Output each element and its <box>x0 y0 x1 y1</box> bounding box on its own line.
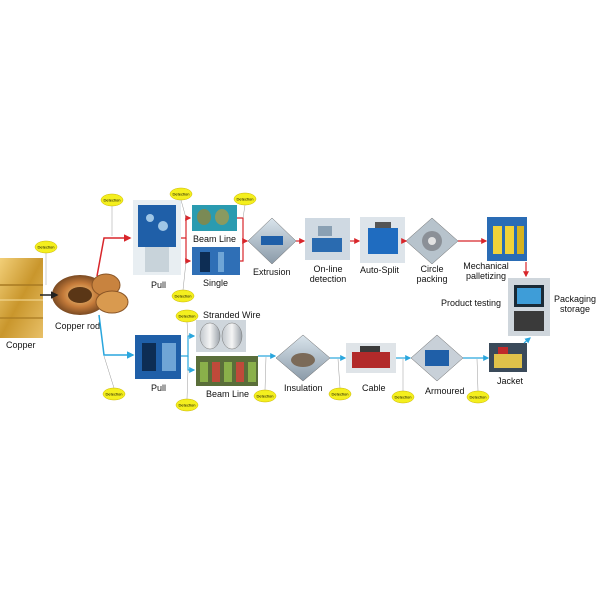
svg-text:Detection: Detection <box>179 314 196 319</box>
svg-text:Detection: Detection <box>175 294 192 299</box>
detection-badge: Detection <box>169 187 193 201</box>
label-circle-packing-line2: packing <box>416 274 448 284</box>
svg-text:Detection: Detection <box>173 192 190 197</box>
label-mechanical-palletizing: Mechanical palletizing <box>458 261 514 281</box>
copper-rod-image <box>52 273 129 315</box>
detection-badge: Detection <box>100 193 124 207</box>
copper-image <box>0 258 43 338</box>
label-packaging-storage: Packaging storage <box>552 294 598 314</box>
jacket-image <box>489 343 527 372</box>
extrusion-image <box>247 217 297 265</box>
arrow-pull-to-beam-line <box>181 215 192 239</box>
detection-badges: Detection Detection Detection Detection … <box>34 187 490 412</box>
arrow-rod-to-pull-bottom <box>98 314 135 359</box>
label-copper: Copper <box>6 340 36 350</box>
detection-badge: Detection <box>175 309 199 323</box>
beam-line-top-image <box>192 205 237 231</box>
label-extrusion: Extrusion <box>253 267 291 277</box>
label-beam-line-bottom: Beam Line <box>206 389 250 399</box>
label-mech-line2: palletizing <box>465 271 507 281</box>
arrow-single-to-extrusion <box>240 241 244 262</box>
label-insulation: Insulation <box>284 383 323 393</box>
detection-badge: Detection <box>171 289 195 303</box>
arrow-beam-to-extrusion <box>237 217 249 244</box>
label-circle-packing: Circle packing <box>412 264 452 284</box>
detection-badge: Detection <box>328 387 352 401</box>
beam-line-bottom-image <box>196 356 258 386</box>
arrow-pull-to-stranded <box>181 333 196 357</box>
label-copper-rod: Copper rod <box>55 321 101 331</box>
svg-text:Detection: Detection <box>395 395 412 400</box>
detection-badge: Detection <box>175 398 199 412</box>
mechanical-palletizing-image <box>487 217 527 261</box>
label-packaging-line1: Packaging <box>553 294 597 304</box>
label-online-detection-line1: On-line <box>313 264 343 274</box>
svg-text:Detection: Detection <box>470 395 487 400</box>
circle-packing-image <box>405 217 459 265</box>
arrow-pull-to-beam-bottom <box>187 356 196 373</box>
svg-text:Detection: Detection <box>106 392 123 397</box>
detection-badge: Detection <box>466 390 490 404</box>
label-online-detection: On-line detection <box>305 264 351 284</box>
stranded-wire-image <box>196 320 246 352</box>
product-testing-image <box>508 278 550 336</box>
pull-machine-bottom-image <box>135 335 181 379</box>
single-machine-image <box>192 247 240 275</box>
insulation-image <box>275 334 331 382</box>
label-jacket: Jacket <box>497 376 524 386</box>
label-circle-packing-line1: Circle <box>420 264 444 274</box>
svg-text:Detection: Detection <box>237 197 254 202</box>
svg-text:Detection: Detection <box>104 198 121 203</box>
label-packaging-line2: storage <box>559 304 591 314</box>
label-pull-bottom: Pull <box>151 383 167 393</box>
label-cable: Cable <box>362 383 386 393</box>
arrow-rod-to-pull-top <box>96 234 132 277</box>
cable-image <box>346 343 396 373</box>
detection-badge: Detection <box>34 240 58 254</box>
svg-text:Detection: Detection <box>38 245 55 250</box>
label-beam-line-top: Beam Line <box>193 234 237 244</box>
online-detection-image <box>305 218 350 260</box>
armoured-image <box>410 334 464 382</box>
label-stranded-wire: Stranded Wire <box>203 310 261 320</box>
detection-badge: Detection <box>391 390 415 404</box>
svg-text:Detection: Detection <box>332 392 349 397</box>
arrow-jacket-to-testing <box>523 337 531 344</box>
auto-split-image <box>360 217 405 263</box>
label-armoured: Armoured <box>425 386 465 396</box>
label-auto-split: Auto-Split <box>360 265 400 275</box>
svg-text:Detection: Detection <box>179 403 196 408</box>
label-product-testing: Product testing <box>441 298 502 308</box>
detection-badge: Detection <box>253 389 277 403</box>
detection-badge: Detection <box>102 387 126 401</box>
label-online-detection-line2: detection <box>309 274 347 284</box>
svg-text:Detection: Detection <box>257 394 274 399</box>
detection-badge: Detection <box>233 192 257 206</box>
arrow-pull-to-single <box>185 238 192 264</box>
label-pull-top: Pull <box>151 280 167 290</box>
label-mech-line1: Mechanical <box>463 261 509 271</box>
pull-machine-top-image <box>133 200 181 275</box>
label-single: Single <box>203 278 229 288</box>
